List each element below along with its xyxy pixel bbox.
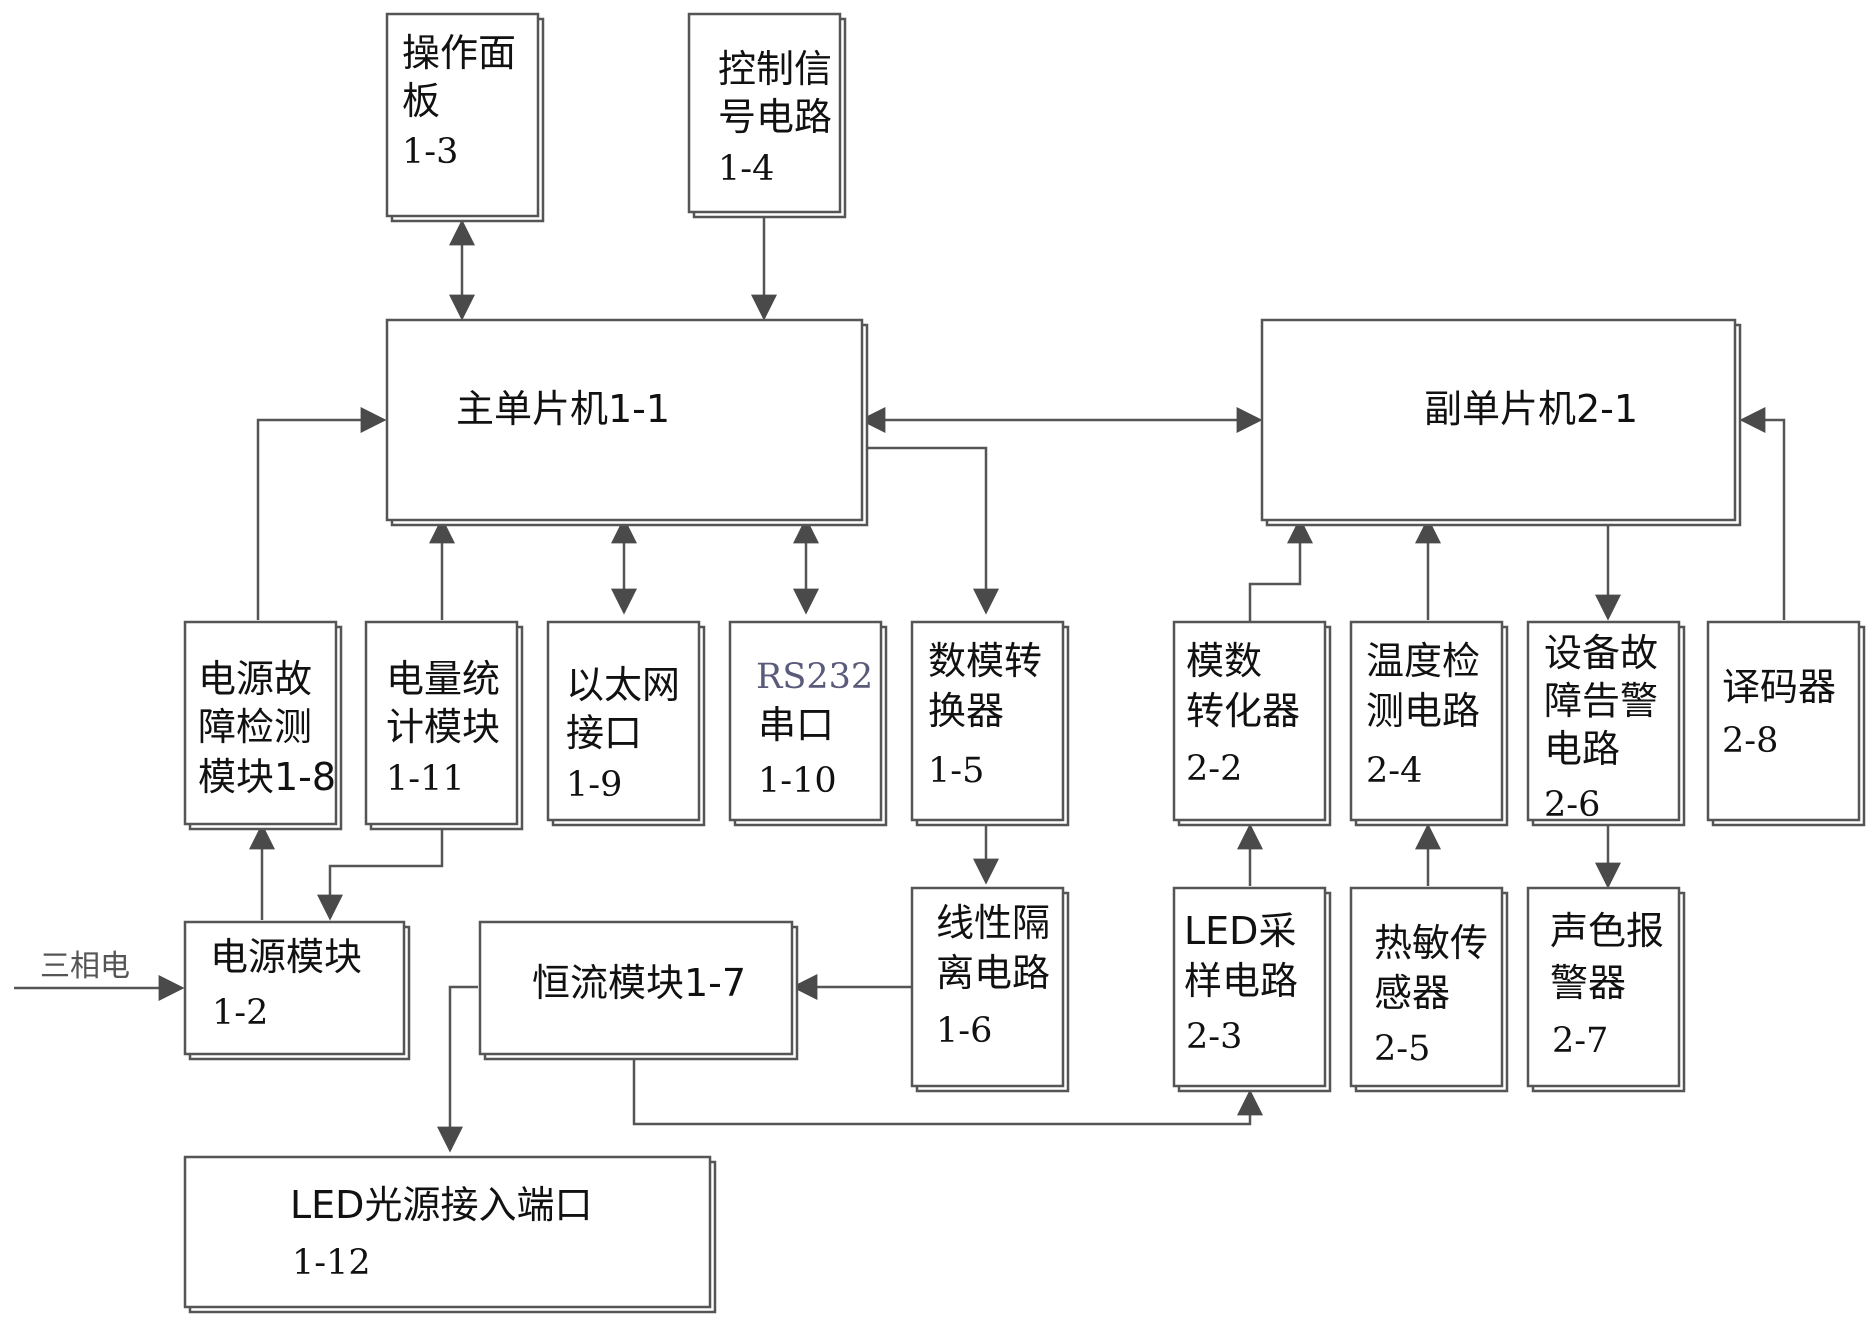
- node-code: 模块1-8: [198, 755, 336, 799]
- node-operation-panel: 操作面 板 1-3: [385, 12, 545, 223]
- node-label: 换器: [928, 689, 1004, 733]
- node-label: 测电路: [1366, 689, 1480, 733]
- edge-cc-ledsample: [632, 1056, 1263, 1126]
- node-label: 模数: [1186, 639, 1262, 683]
- node-code: 2-2: [1186, 749, 1242, 789]
- node-power-fault-detect: 电源故 障检测 模块1-8: [183, 620, 343, 831]
- node-sound-light-alarm: 声色报 警器 2-7: [1526, 886, 1686, 1093]
- node-main-mcu: 主单片机1-1: [385, 318, 869, 527]
- node-label: 电路: [1544, 727, 1620, 771]
- edges: [14, 216, 1786, 1153]
- node-label: 以太网: [566, 663, 680, 707]
- node-label: 设备故: [1544, 631, 1658, 675]
- node-label: 接口: [566, 711, 642, 755]
- node-code: 1-3: [402, 132, 458, 172]
- edge-cc-ledport: [437, 985, 478, 1153]
- node-label: 样电路: [1184, 959, 1298, 1003]
- node-code: 1-5: [928, 751, 984, 791]
- node-code: 2-6: [1544, 785, 1600, 825]
- node-code: 2-8: [1722, 721, 1778, 761]
- node-label: 计模块: [386, 705, 500, 749]
- node-ethernet-interface: 以太网 接口 1-9: [546, 620, 706, 827]
- node-control-signal-circuit: 控制信 号电路 1-4: [687, 12, 847, 219]
- node-code: 1-12: [292, 1243, 371, 1283]
- nodes: 操作面 板 1-3 控制信 号电路 1-4 主单片机1-1 副单片机2-1: [183, 12, 1866, 1314]
- node-label: 串口: [758, 703, 834, 747]
- edge-decoder-sub: [1739, 407, 1786, 620]
- node-label: 声色报: [1550, 909, 1664, 953]
- node-label: 温度检: [1366, 639, 1480, 683]
- node-code: 2-4: [1366, 751, 1422, 791]
- node-label: 感器: [1374, 971, 1450, 1015]
- node-label: 数模转: [928, 639, 1042, 683]
- node-power-module: 电源模块 1-2: [183, 920, 411, 1061]
- node-label: 障检测: [198, 705, 312, 749]
- node-label: 副单片机2-1: [1424, 387, 1638, 431]
- node-energy-statistics: 电量统 计模块 1-11: [364, 620, 524, 831]
- node-dac: 数模转 换器 1-5: [910, 620, 1070, 827]
- node-label: 板: [402, 79, 440, 123]
- edge-main-dac: [862, 446, 999, 615]
- node-label: 热敏传: [1374, 921, 1488, 965]
- node-code: 1-4: [718, 149, 774, 189]
- node-label: 警器: [1550, 961, 1626, 1005]
- node-code: 1-11: [386, 759, 465, 799]
- node-code: 2-5: [1374, 1029, 1430, 1069]
- node-rs232-port: RS232 串口 1-10: [728, 620, 888, 827]
- node-label: 控制信: [718, 47, 832, 91]
- node-label: 译码器: [1722, 665, 1836, 709]
- node-label: 转化器: [1186, 689, 1300, 733]
- node-linear-isolation: 线性隔 离电路 1-6: [910, 886, 1070, 1093]
- three-phase-label: 三相电: [40, 949, 130, 984]
- node-decoder: 译码器 2-8: [1706, 620, 1866, 827]
- node-code: 1-6: [936, 1011, 992, 1051]
- node-code: 1-10: [758, 761, 837, 801]
- node-code: 1-2: [212, 993, 268, 1033]
- node-label: 障告警: [1544, 679, 1658, 723]
- edge-energy-power: [317, 826, 444, 921]
- node-label: RS232: [756, 657, 873, 697]
- node-temperature-detect: 温度检 测电路 2-4: [1349, 620, 1509, 827]
- node-label: 主单片机1-1: [456, 387, 670, 431]
- node-label: 电源模块: [210, 935, 362, 979]
- node-label: 恒流模块1-7: [532, 961, 746, 1005]
- node-label: 离电路: [936, 951, 1050, 995]
- node-label: 电源故: [198, 657, 312, 701]
- node-sub-mcu: 副单片机2-1: [1260, 318, 1742, 527]
- node-label: 电量统: [386, 657, 500, 701]
- node-label: 操作面: [402, 31, 516, 75]
- node-code: 1-9: [566, 765, 622, 805]
- node-code: 2-7: [1552, 1021, 1608, 1061]
- node-led-light-port: LED光源接入端口 1-12: [183, 1155, 717, 1314]
- edge-adc-sub: [1248, 517, 1313, 622]
- node-led-sampling: LED采 样电路 2-3: [1172, 886, 1332, 1093]
- node-fault-alarm-circuit: 设备故 障告警 电路 2-6: [1526, 620, 1686, 827]
- node-code: 2-3: [1186, 1017, 1242, 1057]
- node-thermistor-sensor: 热敏传 感器 2-5: [1349, 886, 1509, 1093]
- node-label: 线性隔: [936, 901, 1050, 945]
- node-constant-current: 恒流模块1-7: [478, 920, 799, 1061]
- node-label: LED采: [1184, 909, 1296, 953]
- edge-pwrfault-main: [256, 407, 387, 620]
- node-label: LED光源接入端口: [290, 1183, 592, 1227]
- node-label: 号电路: [718, 95, 832, 139]
- node-adc: 模数 转化器 2-2: [1172, 620, 1332, 827]
